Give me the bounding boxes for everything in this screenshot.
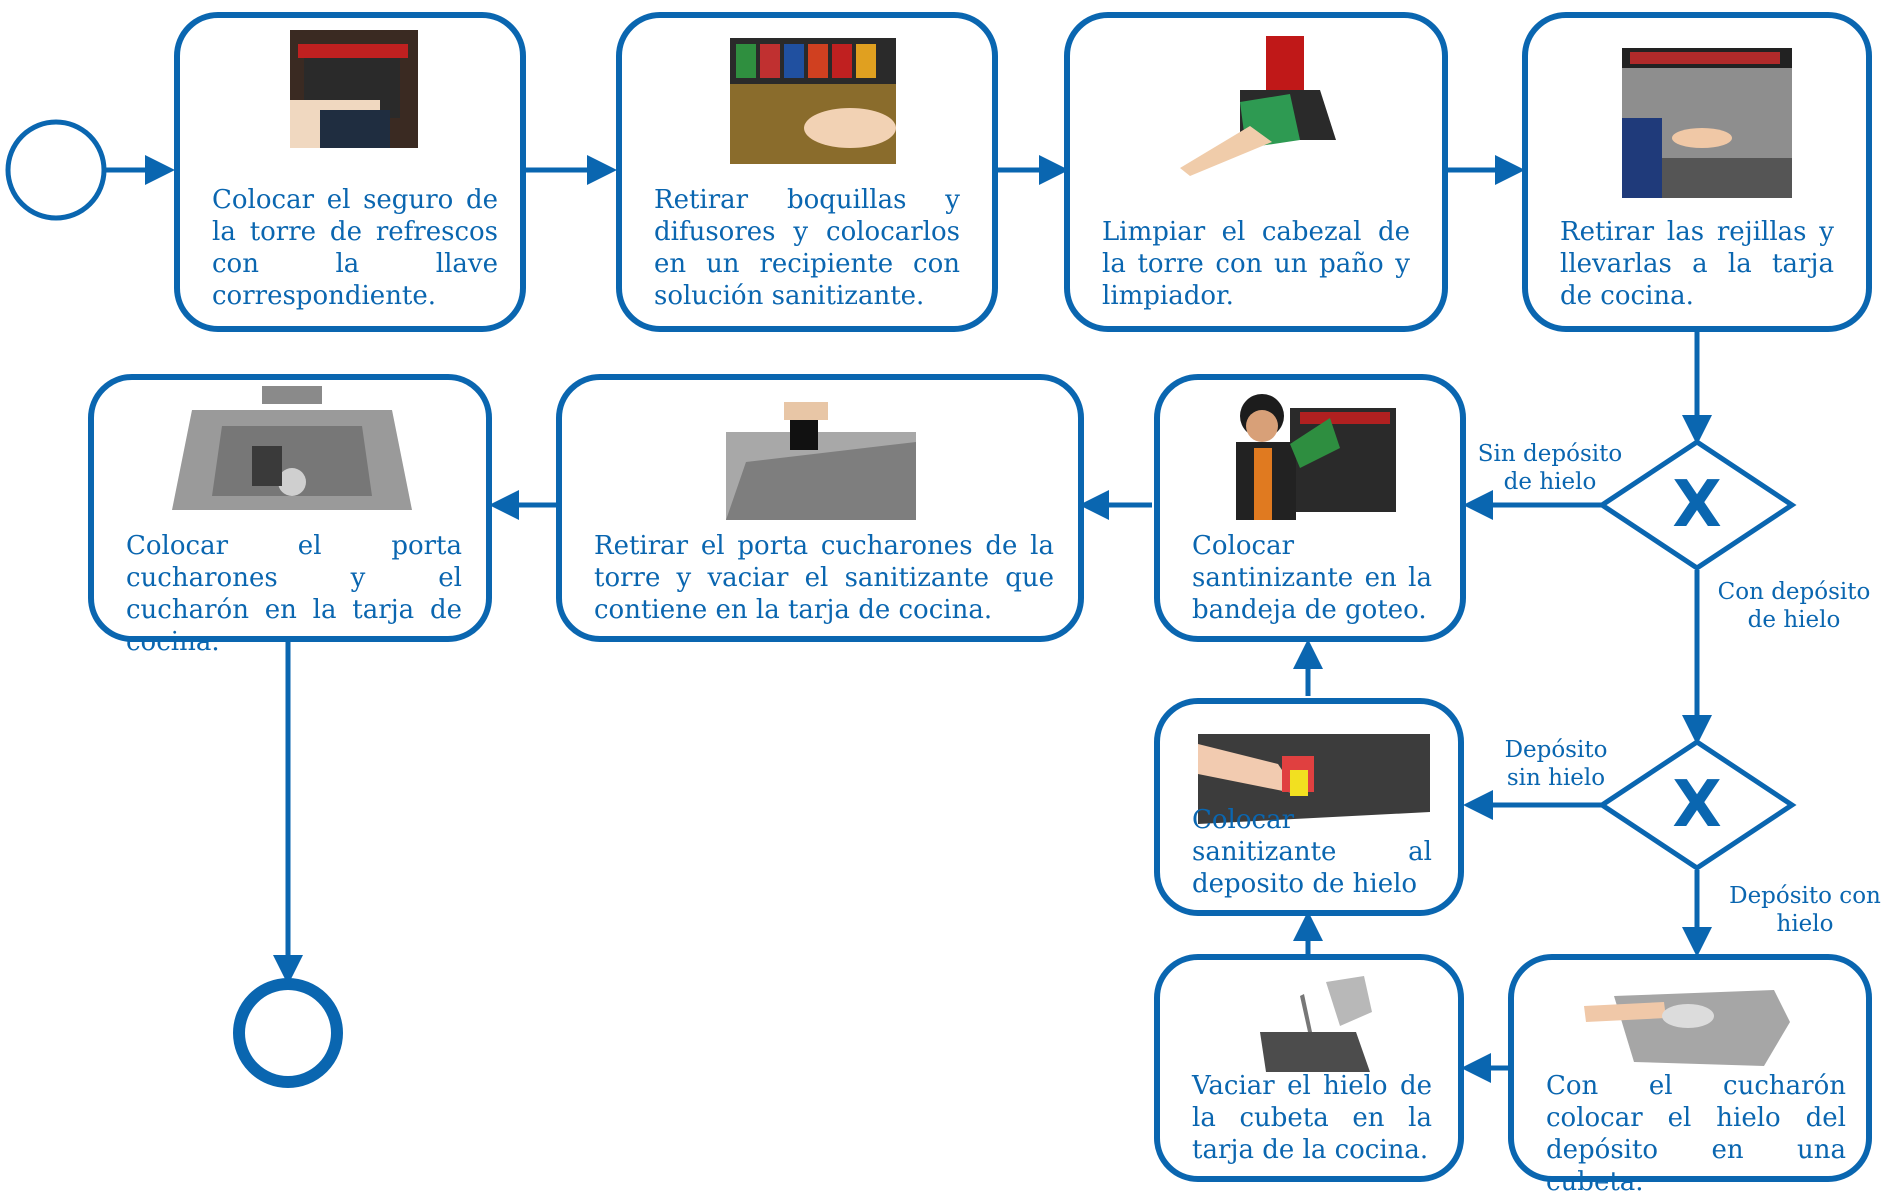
step-4: Retirar las rejillas y llevarlas a la ta… xyxy=(1522,12,1872,332)
gateway-2-diamond xyxy=(1597,739,1797,871)
empty-scoop-holder-photo xyxy=(726,402,916,520)
label-deposito-con-hielo: Depósito con hielo xyxy=(1729,883,1881,937)
step-9-text: Vaciar el hielo de la cubeta en la tarja… xyxy=(1192,1071,1432,1165)
step-8: Colocar sanitizante al deposito de hielo xyxy=(1154,698,1464,916)
step-1: Colocar el seguro de la torre de refresc… xyxy=(174,12,526,332)
drip-tray-sanitizer-photo xyxy=(1236,394,1396,520)
step-2-text: Retirar boquillas y difusores y colocarl… xyxy=(654,185,960,311)
gateway-1-diamond xyxy=(1597,439,1797,571)
step-9: Vaciar el hielo de la cubeta en la tarja… xyxy=(1154,954,1464,1182)
step-7-text: Colocar el porta cucharones y el cucharó… xyxy=(126,531,462,657)
step-5-text: Colocar santinizante en la bandeja de go… xyxy=(1192,531,1432,625)
ice-scoop-photo xyxy=(1584,990,1790,1066)
label-con-deposito: Con depósito de hielo xyxy=(1717,579,1871,633)
cloth-cleaning-photo xyxy=(1180,36,1336,176)
step-6-text: Retirar el porta cucharones de la torre … xyxy=(594,531,1054,625)
label-deposito-sin-hielo: Depósito sin hielo xyxy=(1504,737,1608,791)
gateway-2-x: X xyxy=(1672,768,1722,842)
step-3-text: Limpiar el cabezal de la torre con un pa… xyxy=(1102,217,1410,311)
gateway-1-x: X xyxy=(1672,468,1722,542)
step-7: Colocar el porta cucharones y el cucharó… xyxy=(88,374,492,657)
step-5: Colocar santinizante en la bandeja de go… xyxy=(1154,374,1466,642)
label-sin-deposito: Sin depósito de hielo xyxy=(1477,441,1623,495)
empty-bucket-photo xyxy=(1260,976,1372,1072)
kitchen-sink-photo xyxy=(172,386,412,510)
start-event xyxy=(5,119,107,221)
end-event xyxy=(233,978,343,1088)
step-10: Con el cucharón colocar el hielo del dep… xyxy=(1508,954,1872,1197)
step-4-text: Retirar las rejillas y llevarlas a la ta… xyxy=(1560,217,1834,311)
step-2: Retirar boquillas y difusores y colocarl… xyxy=(616,12,998,332)
step-8-text: Colocar sanitizante al deposito de hielo xyxy=(1192,805,1432,899)
grill-removal-photo xyxy=(1622,48,1792,198)
step-6: Retirar el porta cucharones de la torre … xyxy=(556,374,1084,642)
nozzle-removal-photo xyxy=(730,38,896,164)
step-3: Limpiar el cabezal de la torre con un pa… xyxy=(1064,12,1448,332)
step-1-text: Colocar el seguro de la torre de refresc… xyxy=(212,185,498,311)
ice-bin-spray-photo xyxy=(1198,734,1430,824)
soda-tower-lock-photo xyxy=(290,30,418,148)
step-10-text: Con el cucharón colocar el hielo del dep… xyxy=(1546,1071,1846,1197)
